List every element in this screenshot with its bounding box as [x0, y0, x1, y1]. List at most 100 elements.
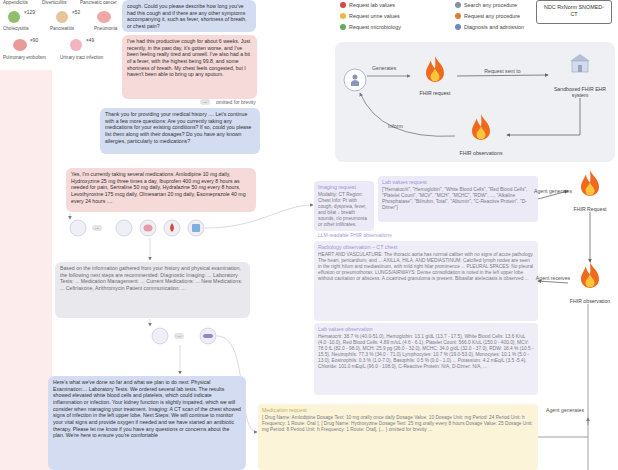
legend-item: Diagnosis and admission	[455, 24, 524, 30]
box-heading: Lab values observation	[318, 326, 534, 333]
fhir-request: FHIR request	[413, 56, 457, 96]
connector	[457, 75, 548, 76]
radiology-observation: Radiology observation – CT chestHEART AN…	[314, 241, 538, 321]
flame-inner	[586, 275, 595, 288]
walls	[572, 61, 588, 72]
brain-icon	[140, 220, 156, 236]
disease-icon	[70, 39, 82, 51]
generates-arrow	[367, 76, 410, 77]
legend-swatch	[455, 2, 461, 8]
annotation: Pancreatitis	[50, 26, 74, 31]
legend-swatch	[455, 13, 461, 19]
disease-icon	[13, 39, 27, 51]
box-heading: Lab values request	[382, 179, 534, 186]
annotation: Pancreatic cancer	[80, 0, 117, 5]
patient-message: I've had this productive cough for about…	[122, 35, 257, 99]
box-heading: Imaging request	[318, 184, 370, 191]
box-text: FHIR Request	[568, 206, 612, 212]
agent-icon	[152, 328, 168, 344]
agent-glyph	[351, 75, 359, 87]
fhir-request: FHIR Request	[568, 170, 612, 212]
box-text: ["Hematocrit", "Hemoglobin", "White Bloo…	[382, 187, 534, 212]
lab-observation: Lab values observationHematocrit: 38.7 %…	[314, 323, 538, 395]
disease-icon	[56, 11, 68, 23]
legend-item: Search any procedure	[455, 2, 517, 8]
flame-icon	[579, 262, 601, 289]
legend-text: Diagnosis and admission	[464, 24, 524, 30]
agent-icon	[70, 220, 86, 236]
legend-text: Request lab values	[349, 2, 395, 8]
pill-glyph	[203, 334, 213, 338]
workflow-panel	[335, 42, 615, 162]
exam-icon	[116, 220, 132, 236]
imaging-request: Imaging requestModality: CT Region: Ches…	[314, 181, 374, 231]
legend-item: Request urine values	[340, 13, 400, 19]
flow-arrow	[70, 213, 71, 219]
plan-box: Based on the information gathered from y…	[55, 262, 250, 318]
legend-swatch	[340, 24, 346, 30]
box-text: HEART AND VASCULATURE: The thoracic aort…	[318, 252, 534, 283]
flow-arrow	[150, 319, 151, 326]
flame-outer	[426, 56, 444, 82]
ct-glyph	[192, 224, 200, 232]
box-text: cough. Could you please describe how lon…	[127, 3, 251, 30]
box-text: [ Drug Name: Amlodipine Dosage Text: 10 …	[262, 415, 534, 433]
flame-outer	[581, 170, 599, 196]
edge-label: Request sent to	[484, 68, 520, 74]
flame-icon	[424, 56, 446, 83]
return-line	[588, 304, 589, 470]
medication-icon	[200, 328, 216, 344]
box-text: I've had this productive cough for about…	[127, 38, 252, 78]
legend-text: Request any procedure	[464, 13, 520, 19]
ehr-system: Sandboxed FHIR EHR system	[548, 52, 612, 98]
disease-icon	[97, 11, 111, 23]
disease-icon	[8, 11, 20, 23]
annotation: Urinary tract infection	[60, 55, 103, 60]
flame-outer	[472, 114, 490, 140]
box-text: Yes, I'm currently taking several medica…	[71, 171, 251, 204]
box-text: FHIR observation	[568, 298, 612, 304]
brain-glyph	[144, 225, 153, 232]
ellipsis-pill: ...	[92, 225, 102, 231]
legend-text: Search any procedure	[464, 2, 517, 8]
flame-outer	[581, 262, 599, 288]
side-band	[0, 70, 52, 470]
building-icon	[568, 52, 592, 74]
doctor-message: Thank you for providing your medical his…	[100, 108, 260, 154]
flame-icon	[470, 114, 492, 141]
agent-icon	[344, 69, 366, 91]
legend-text: Request urine values	[349, 13, 400, 19]
lab-request: Lab values request["Hematocrit", "Hemogl…	[378, 176, 538, 222]
box-text: Based on the information gathered from y…	[60, 265, 245, 292]
annotation: Pulmonary embolism	[3, 55, 46, 60]
annotation: Appendicitis	[3, 0, 28, 5]
patient-message: Yes, I'm currently taking several medica…	[66, 168, 256, 212]
lab-icon	[164, 220, 180, 236]
doctor-message: Here's what we've done so far and what w…	[48, 376, 246, 470]
flow-arrow	[180, 345, 181, 374]
connector	[590, 212, 591, 262]
box-text: FHIR request	[413, 90, 457, 96]
connector	[538, 281, 568, 283]
flame-inner	[586, 183, 595, 196]
legend-swatch	[340, 13, 346, 19]
annotation: LLM-readable FHIR observations	[318, 233, 392, 239]
edge-label: Agent generates	[534, 188, 572, 194]
connector	[507, 98, 580, 135]
box-text: Hematocrit: 38.7 % (40.0-51.0), Hemoglob…	[318, 334, 534, 371]
box-text: Modality: CT Region: Chest Info: Pt with…	[318, 192, 370, 229]
annotation: ×49	[86, 38, 94, 44]
edge-label: Agent receives	[536, 275, 570, 281]
blood-drop	[170, 223, 174, 232]
annotation: Agent generates	[546, 408, 584, 414]
return-arrow	[588, 418, 589, 425]
box-text: FHIR observations	[455, 150, 507, 156]
legend-swatch	[455, 24, 461, 30]
ct-icon	[188, 220, 204, 236]
annotation: ×52	[72, 10, 80, 16]
ellipsis-pill: ...	[200, 99, 210, 105]
inform-arrow	[360, 93, 455, 136]
annotation: Diverticulitis	[42, 0, 67, 5]
roof	[570, 54, 590, 61]
flame-inner	[431, 69, 440, 82]
